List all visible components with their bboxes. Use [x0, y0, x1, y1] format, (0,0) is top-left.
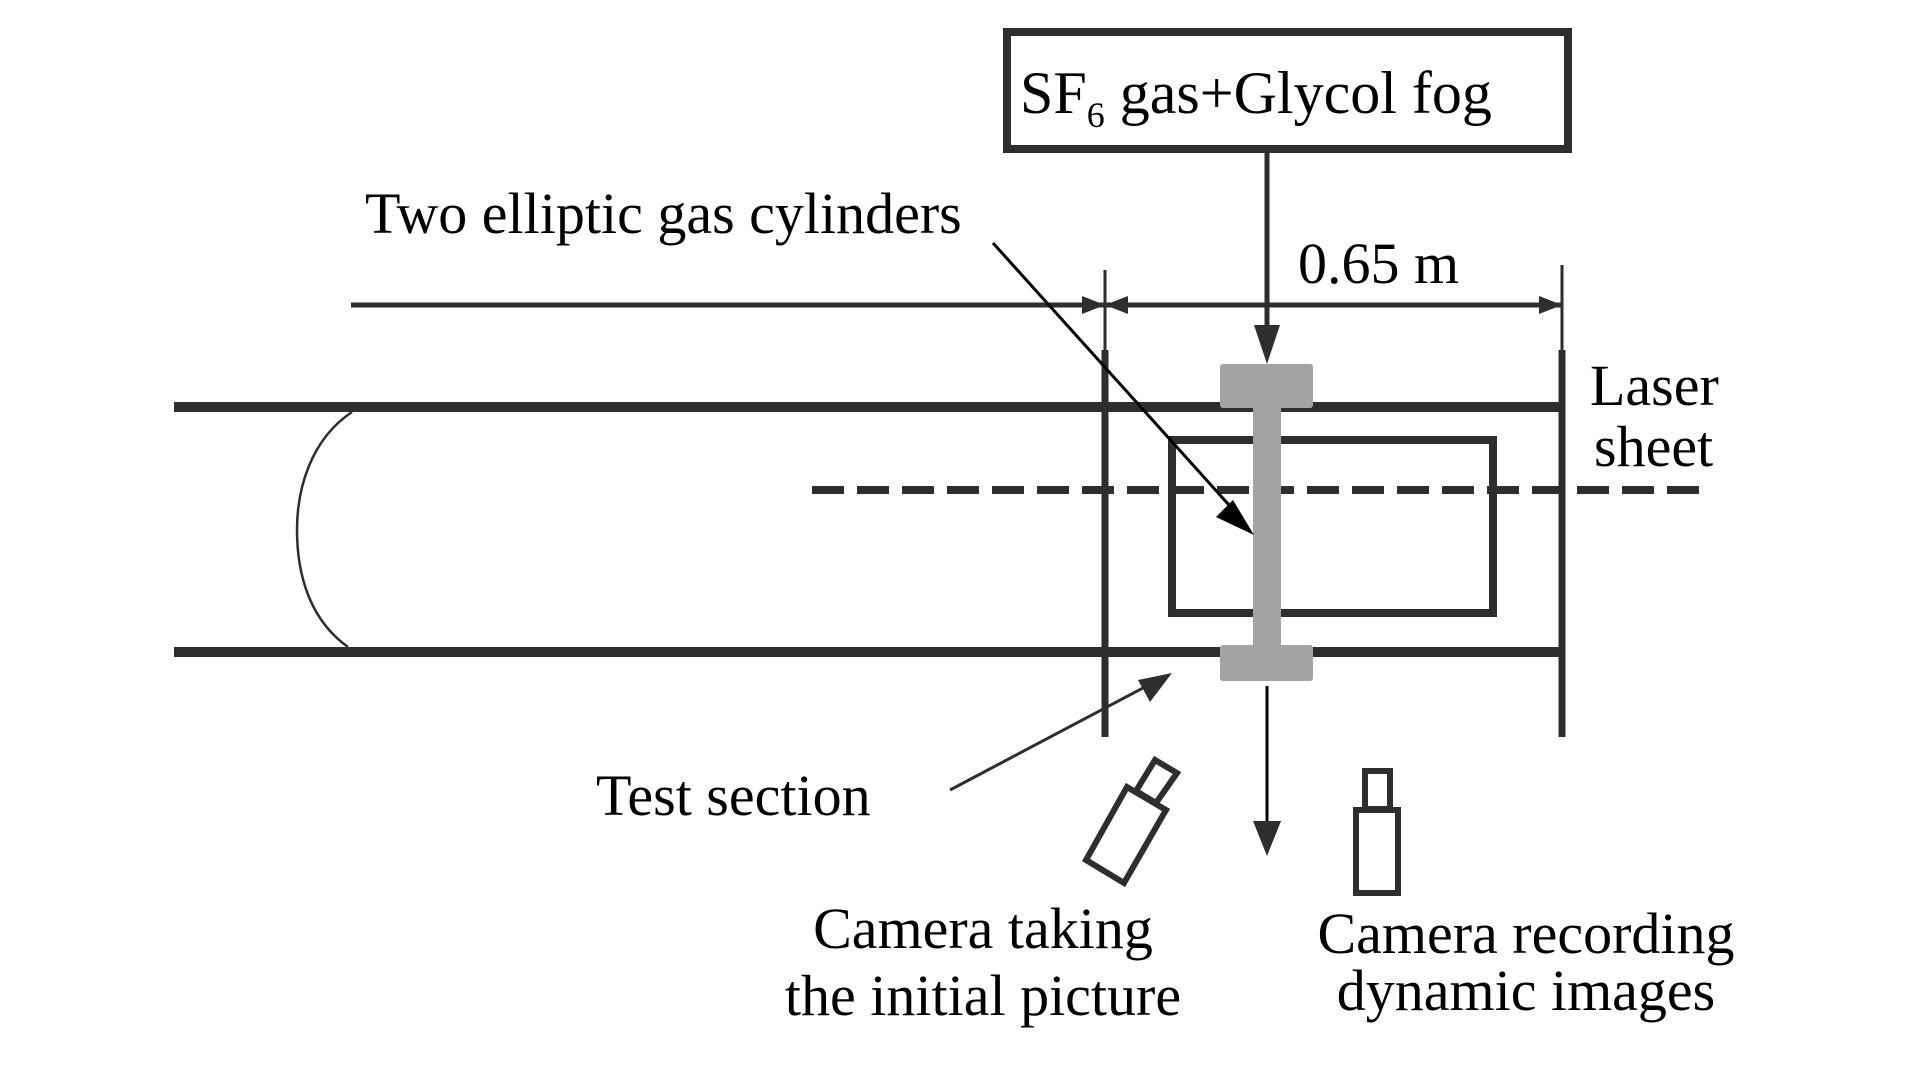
interface-top-cap [1220, 364, 1313, 408]
gas-source-box-frame [1003, 28, 1572, 153]
camera-initial-lens [1131, 755, 1182, 808]
camera-initial-label-line1: Camera taking [813, 896, 1153, 961]
camera-dynamic-lens [1362, 768, 1393, 812]
gas-source-label: SF6 gas+Glycol fog [1020, 60, 1492, 135]
dimension-arrow-left-icon [1082, 296, 1105, 314]
laser-label-line2: sheet [1594, 414, 1713, 479]
gas-source-label-main: SF [1020, 60, 1087, 126]
interface-stem [1253, 405, 1281, 648]
camera-dynamic-label-line1: Camera recording [1317, 901, 1734, 966]
camera-initial-body [1081, 782, 1171, 888]
dimension-arrow-mid-icon [1105, 296, 1128, 314]
test-section-arrowhead-icon [1138, 673, 1172, 702]
gas-cylinders-interface [1220, 364, 1313, 681]
test-section-label: Test section [596, 763, 871, 828]
gas-feed-arrowhead-icon [1254, 325, 1280, 364]
test-section-leader-line [949, 678, 1159, 792]
cylinders-leader-line [991, 241, 1240, 517]
dimension-line: 0.65 m [351, 231, 1562, 314]
interface-bottom-cap [1220, 645, 1313, 681]
cylinders-label: Two elliptic gas cylinders [365, 181, 962, 246]
camera-dynamic-icon [1353, 768, 1401, 896]
cylinders-arrowhead-icon [1216, 500, 1254, 535]
gas-source-label-subscript: 6 [1087, 95, 1105, 135]
shock-front-arc [295, 410, 353, 649]
camera-initial-icon [1081, 755, 1182, 888]
gas-source-label-rest: gas+Glycol fog [1105, 60, 1492, 126]
laser-label-line1: Laser [1590, 353, 1719, 418]
camera-dynamic-label-line2: dynamic images [1337, 958, 1716, 1023]
downward-arrowhead-icon [1253, 821, 1281, 856]
gas-source-box: SF6 gas+Glycol fog [1003, 28, 1572, 153]
observation-window [1168, 436, 1497, 617]
camera-dynamic-body [1353, 807, 1401, 896]
dimension-label: 0.65 m [1298, 231, 1459, 296]
camera-initial-label-line2: the initial picture [785, 963, 1181, 1028]
dimension-arrow-right-icon [1539, 296, 1562, 314]
